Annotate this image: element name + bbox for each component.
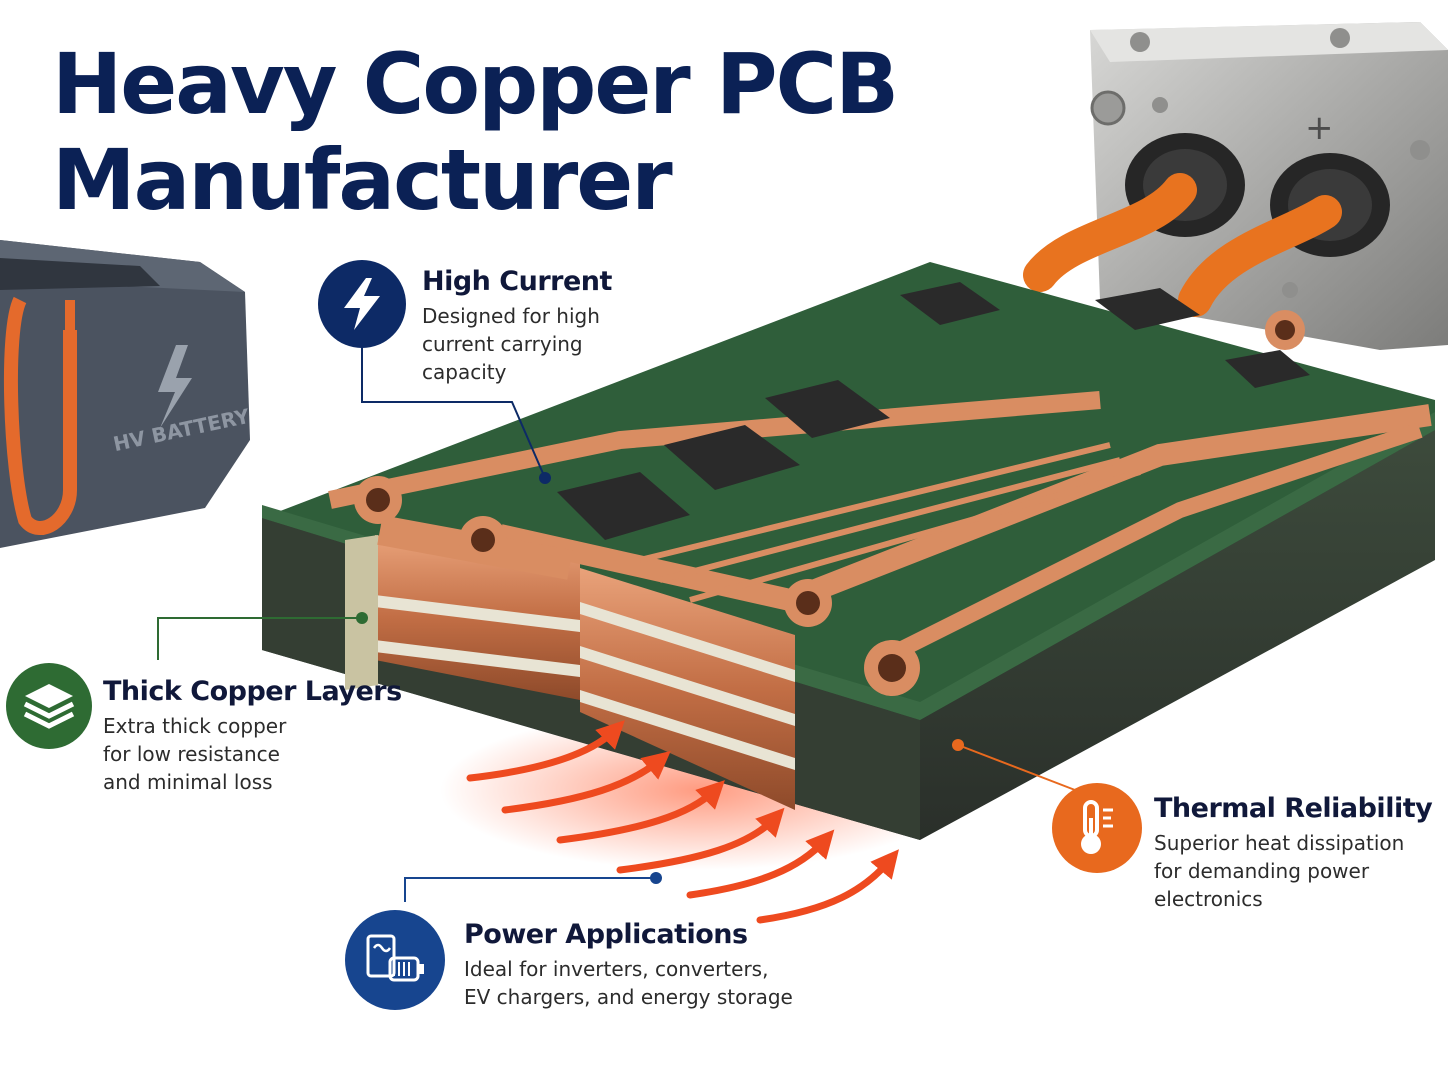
description-line: current carrying xyxy=(422,332,583,356)
callout-title: Thick Copper Layers xyxy=(103,676,402,707)
description-line: electronics xyxy=(1154,887,1263,911)
hv-terminal-block xyxy=(1023,22,1448,350)
battery-lightning-icon xyxy=(158,345,192,428)
callout-high-current: High Current Designed for high current c… xyxy=(422,266,612,386)
description-line: Superior heat dissipation xyxy=(1154,831,1405,855)
description-line: and minimal loss xyxy=(103,770,273,794)
copper-layer-stack-front xyxy=(345,535,795,810)
lightning-bolt-glyph xyxy=(344,278,380,330)
layers-glyph xyxy=(23,684,75,729)
callout-description: Designed for high current carrying capac… xyxy=(422,302,612,386)
callout-power-applications: Power Applications Ideal for inverters, … xyxy=(464,919,793,1011)
lightning-bolt-icon xyxy=(318,260,406,348)
pcb-board xyxy=(262,262,1435,840)
title-line-2: Manufacturer xyxy=(52,131,673,229)
copper-traces xyxy=(328,391,1432,668)
description-line: for low resistance xyxy=(103,742,280,766)
description-line: Extra thick copper xyxy=(103,714,287,738)
callout-title: Thermal Reliability xyxy=(1154,793,1433,824)
layers-stack-icon xyxy=(6,663,92,749)
power-mosfet-chips xyxy=(557,282,1310,540)
page-title: Heavy Copper PCB Manufacturer xyxy=(52,35,899,229)
callout-thick-copper: Thick Copper Layers Extra thick copper f… xyxy=(103,676,402,796)
description-line: for demanding power xyxy=(1154,859,1370,883)
terminal-plus-sign: + xyxy=(1305,108,1334,148)
callout-thermal-reliability: Thermal Reliability Superior heat dissip… xyxy=(1154,793,1433,913)
inverter-motor-glyph xyxy=(366,934,424,982)
callout-description: Ideal for inverters, converters, EV char… xyxy=(464,955,793,1011)
inverter-motor-icon xyxy=(345,910,445,1010)
thermometer-glyph xyxy=(1081,800,1113,854)
description-line: EV chargers, and energy storage xyxy=(464,985,793,1009)
callout-title: Power Applications xyxy=(464,919,748,950)
mounting-holes xyxy=(354,310,1305,696)
callout-description: Extra thick copper for low resistance an… xyxy=(103,712,402,796)
hv-battery xyxy=(0,240,250,548)
description-line: capacity xyxy=(422,360,507,384)
description-line: Ideal for inverters, converters, xyxy=(464,957,769,981)
callout-description: Superior heat dissipation for demanding … xyxy=(1154,829,1432,913)
heat-arrows xyxy=(466,720,899,924)
title-line-1: Heavy Copper PCB xyxy=(52,35,899,133)
description-line: Designed for high xyxy=(422,304,600,328)
callout-title: High Current xyxy=(422,266,612,297)
callout-connectors xyxy=(157,342,1076,902)
thermometer-icon xyxy=(1052,783,1142,873)
